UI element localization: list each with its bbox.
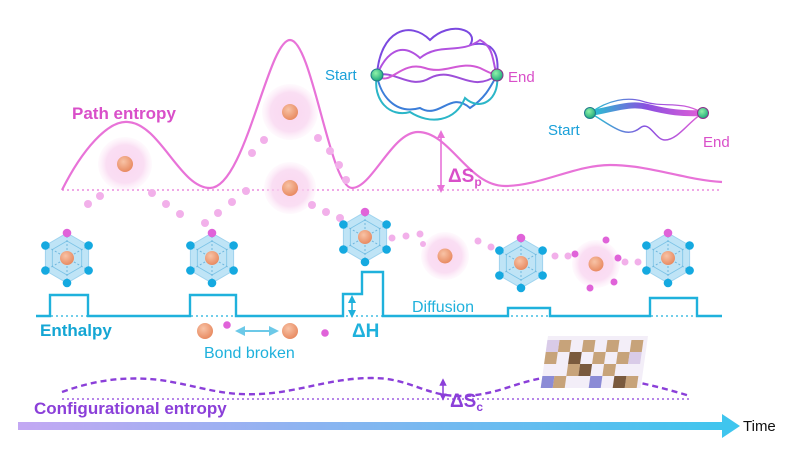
configurational-entropy-label: Configurational entropy bbox=[34, 399, 227, 418]
delta-h-label: ΔH bbox=[352, 321, 379, 342]
diffusion-label: Diffusion bbox=[412, 299, 474, 316]
glow-atom-4 bbox=[420, 232, 469, 280]
end-label-2: End bbox=[703, 134, 730, 151]
path-entropy-label: Path entropy bbox=[72, 104, 176, 123]
enthalpy-label: Enthalpy bbox=[40, 321, 112, 340]
molecule-icon-2 bbox=[185, 228, 239, 288]
start-label-1: Start bbox=[325, 67, 358, 84]
trajectory-dots bbox=[84, 134, 642, 266]
tangled-paths-icon bbox=[370, 27, 504, 121]
molecule-icon-5 bbox=[641, 228, 695, 288]
molecule-icon-1 bbox=[40, 228, 94, 288]
delta-sp-label: ΔSp bbox=[448, 166, 482, 189]
start-label-2: Start bbox=[548, 122, 581, 139]
single-path-icon bbox=[584, 98, 709, 141]
checkerboard-lattice-icon bbox=[540, 336, 648, 388]
configurational-entropy-curve bbox=[61, 374, 691, 398]
time-arrow bbox=[18, 414, 740, 438]
molecule-icon-4 bbox=[494, 233, 548, 293]
glow-atom-5 bbox=[571, 236, 622, 292]
glow-atom-3 bbox=[264, 162, 316, 214]
bond-broken-label: Bond broken bbox=[204, 345, 295, 362]
glow-atom-2 bbox=[262, 84, 318, 140]
bond-broken-graphic bbox=[197, 321, 329, 339]
delta-sc-label: ΔSc bbox=[450, 391, 483, 414]
time-label: Time bbox=[743, 418, 776, 435]
molecule-icon-3 bbox=[338, 207, 392, 267]
path-entropy-curve bbox=[61, 38, 723, 191]
enthalpy-curve bbox=[36, 270, 722, 318]
glow-atom-1 bbox=[98, 137, 152, 191]
end-label-1: End bbox=[508, 69, 535, 86]
